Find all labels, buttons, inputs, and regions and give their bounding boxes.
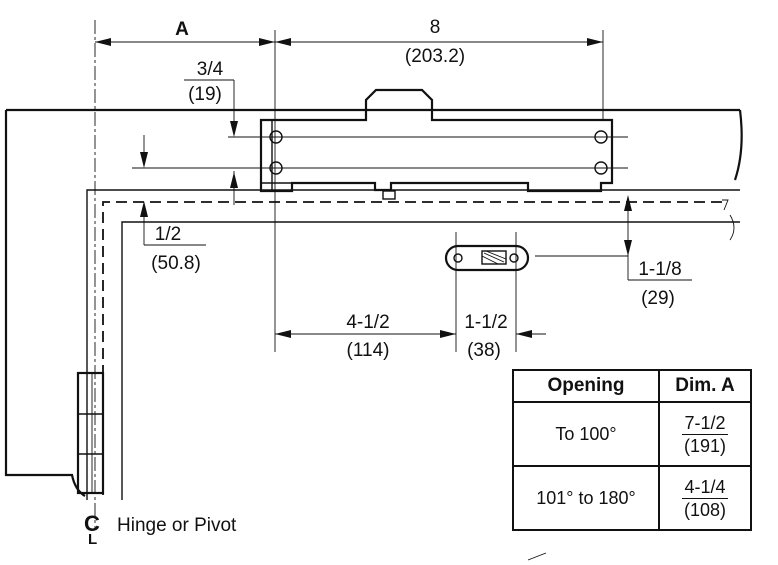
dim-a-inches: 4-1/4 <box>682 476 728 499</box>
dim-width-mm: (203.2) <box>405 46 465 67</box>
centerline-symbol: C L <box>84 511 100 548</box>
hinge <box>76 371 105 495</box>
table-header-dim-a: Dim. A <box>658 369 752 403</box>
frame-outline <box>4 108 743 497</box>
dim-a-mm: (108) <box>683 499 727 520</box>
table-cell-opening: 101° to 180° <box>512 465 660 531</box>
table-cell-opening: To 100° <box>512 401 660 467</box>
dim-stop-offset-in: 1/2 <box>155 224 181 245</box>
table-header-row: Opening Dim. A <box>512 369 752 403</box>
dim-stop-offset-mm: (50.8) <box>151 253 201 274</box>
table-cell-dim-a: 7-1/2 (191) <box>658 401 752 467</box>
table-header-opening: Opening <box>512 369 660 403</box>
dim-span-mm: (114) <box>347 340 390 361</box>
dim-top-offset-mm: (19) <box>188 84 222 105</box>
dim-bracket-width-in: 1-1/2 <box>464 312 507 333</box>
arm-bracket <box>444 232 628 352</box>
dim-bracket-width-mm: (38) <box>467 340 501 361</box>
table-cell-dim-a: 4-1/4 (108) <box>658 465 752 531</box>
dim-a-mm: (191) <box>683 435 727 456</box>
dim-span-in: 4-1/2 <box>346 312 389 333</box>
door-stop-dashed-line <box>102 201 722 495</box>
hinge-label: Hinge or Pivot <box>117 515 237 536</box>
door-closer-body <box>228 88 628 200</box>
dim-top-offset-in: 3/4 <box>197 59 224 80</box>
table-row: To 100° 7-1/2 (191) <box>512 401 752 467</box>
table-row: 101° to 180° 4-1/4 (108) <box>512 465 752 531</box>
dim-width-in: 8 <box>430 17 441 38</box>
dim-bracket-offset-in: 1-1/8 <box>638 259 681 280</box>
dim-a-inches: 7-1/2 <box>682 412 728 435</box>
door-outline <box>86 189 740 500</box>
dim-bracket-offset-mm: (29) <box>641 288 675 309</box>
door-end-break <box>722 199 735 241</box>
dim-a-label: A <box>175 19 189 40</box>
svg-text:L: L <box>88 531 97 548</box>
svg-text:C: C <box>84 511 100 536</box>
dimension-a-table: Opening Dim. A To 100° 7-1/2 (191) 101° … <box>512 369 752 531</box>
